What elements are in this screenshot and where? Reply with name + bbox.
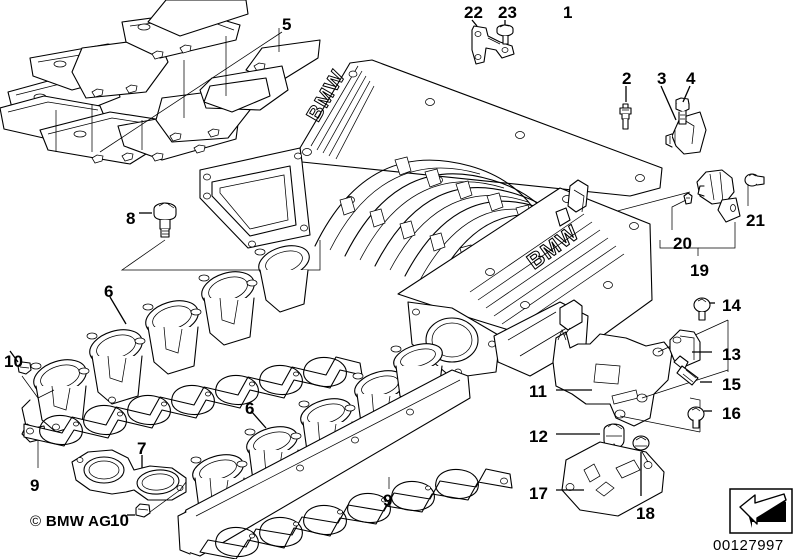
- twin-seal-gasket-7: [71, 449, 187, 501]
- callout-15: 15: [722, 375, 741, 394]
- callout-6-lower: 6: [245, 399, 255, 418]
- callout-1: 1: [563, 3, 573, 22]
- ball-stud-16: [687, 406, 712, 429]
- callout-12: 12: [529, 427, 548, 446]
- callout-9-upper: 9: [30, 476, 40, 495]
- orientation-arrow-logo: [729, 488, 793, 534]
- bolt-15: [673, 355, 712, 386]
- callout-17: 17: [529, 484, 548, 503]
- cable-bracket-22: [471, 19, 515, 65]
- cover-flap-group: [0, 0, 321, 165]
- clamp-block-13: [669, 329, 712, 367]
- callout-19: 19: [690, 261, 709, 280]
- callout-14: 14: [722, 296, 741, 315]
- callout-21: 21: [746, 211, 765, 230]
- copyright-owner: BMW AG: [41, 513, 112, 530]
- intake-manifold-body-1: BMW: [199, 59, 663, 379]
- diagram-number: 00127997: [713, 537, 784, 554]
- callout-10-upper: 10: [4, 352, 23, 371]
- stud-screw-8: [120, 202, 321, 271]
- callout-16: 16: [722, 404, 741, 423]
- manifold-gasket-lower-9: [199, 468, 513, 559]
- nut-18: [632, 435, 650, 496]
- callout-2: 2: [622, 69, 632, 88]
- copyright-notice: © BMW AG: [30, 513, 111, 530]
- callout-6-upper: 6: [104, 282, 114, 301]
- callout-4: 4: [686, 69, 696, 88]
- nut-lower-10: [127, 481, 187, 518]
- sensor-pin-2: [619, 86, 632, 130]
- callout-3: 3: [657, 69, 667, 88]
- callout-22: 22: [464, 3, 483, 22]
- nut-upper-10: [9, 350, 55, 399]
- ball-stud-14: [693, 297, 715, 321]
- hex-bolt-4: [675, 85, 691, 125]
- copyright-symbol: ©: [30, 513, 42, 530]
- intake-funnels-upper-6: [21, 245, 310, 443]
- callout-13: 13: [722, 345, 741, 364]
- callout-20: 20: [673, 234, 692, 253]
- callout-7: 7: [137, 439, 147, 458]
- intake-funnels-lower-6: [177, 343, 471, 557]
- callout-18: 18: [636, 504, 655, 523]
- callout-9-lower: 9: [383, 491, 393, 510]
- lower-mounting-plate-17: [556, 441, 665, 517]
- screw-23: [496, 20, 514, 45]
- callout-5: 5: [282, 15, 292, 34]
- callout-23: 23: [498, 3, 517, 22]
- callout-8: 8: [126, 209, 136, 228]
- callout-11: 11: [529, 382, 547, 401]
- manifold-gasket-upper-9: [23, 356, 363, 468]
- callout-10-lower: 10: [110, 511, 129, 530]
